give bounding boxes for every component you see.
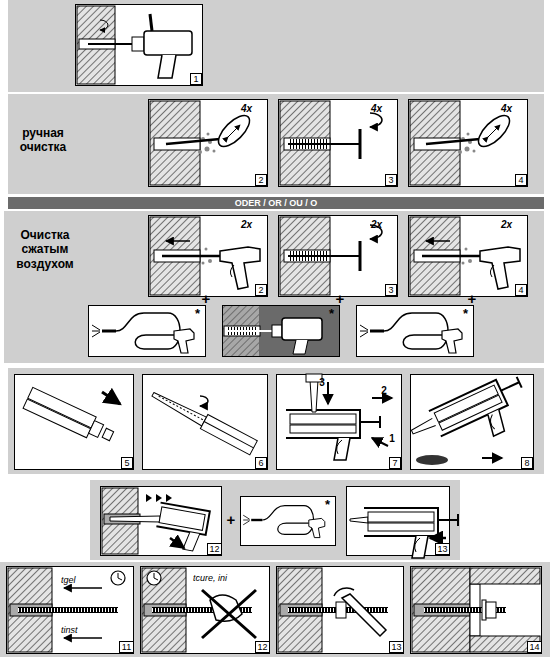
footnote-star: *: [463, 307, 473, 320]
release-dispenser: [350, 508, 458, 558]
wall-section: [410, 101, 460, 185]
step-panel: 1: [75, 4, 203, 86]
step-number: 4: [515, 284, 527, 296]
method-label: ручная очистка: [10, 126, 76, 155]
blow-pump: [166, 110, 255, 154]
cleaning-brush: [288, 225, 382, 271]
repeat-count: 4x: [241, 103, 265, 115]
dispenser-loading: [286, 374, 392, 460]
step-number: 14: [527, 641, 542, 653]
step-panel: 2x 3: [278, 215, 398, 297]
finished-anchor: [412, 568, 540, 652]
accessory-panel: *: [222, 305, 340, 357]
step-panel: 2x 2: [148, 215, 268, 297]
mixer-nozzle: [149, 387, 257, 455]
wall-section: [280, 101, 330, 185]
repeat-count: 2x: [501, 219, 525, 231]
step-panel: 6: [142, 374, 268, 470]
blow-pump: [426, 110, 515, 154]
step-panel: 3 2 1 7: [276, 374, 402, 470]
time-label: tgel: [61, 575, 91, 586]
step-panel: 4x 2: [148, 99, 268, 187]
wall-section: [280, 217, 330, 295]
step-number: 1: [190, 73, 202, 85]
row-band: [0, 562, 550, 657]
action-number: 2: [379, 385, 389, 396]
cleaning-brush: [288, 113, 382, 159]
air-hose: [92, 313, 194, 353]
step-number: 8: [521, 457, 533, 469]
step-number: 7: [389, 457, 401, 469]
step-number: 2: [255, 284, 267, 296]
step-number: 11: [119, 641, 134, 653]
action-number: 3: [317, 377, 327, 388]
time-label: tcure, ini: [193, 573, 253, 584]
accessory-panel: *: [356, 305, 474, 357]
row-band: [90, 480, 460, 560]
step-panel: 4x 4: [408, 99, 528, 187]
separator-text: ODER / OR / OU / O: [8, 197, 544, 209]
drill-brush: [223, 306, 339, 356]
resin-injection: [102, 488, 210, 554]
torque-tightening: [278, 568, 388, 652]
extension-hose: [243, 506, 325, 538]
plus-sign: +: [199, 291, 213, 306]
step-number: 2: [255, 174, 267, 186]
step-panel: 2x 4: [408, 215, 528, 297]
air-gun: [422, 241, 520, 289]
accessory-panel: *: [88, 305, 206, 357]
step-panel: 13: [276, 566, 404, 654]
air-gun: [162, 241, 260, 289]
step-panel: 12: [100, 486, 222, 556]
step-number: 6: [255, 457, 267, 469]
plus-sign: +: [465, 291, 479, 306]
step-number: 13: [435, 543, 450, 555]
step-number: 13: [389, 641, 404, 653]
time-label: tinst: [61, 625, 91, 636]
plus-sign: +: [333, 291, 347, 306]
wall-section: [150, 101, 200, 185]
repeat-count: 2x: [241, 219, 265, 231]
step-number: 5: [121, 457, 133, 469]
cartridge-open: [23, 387, 120, 447]
footnote-star: *: [325, 498, 335, 511]
repeat-count: 4x: [371, 103, 395, 115]
step-panel: 8: [410, 374, 534, 470]
air-hose: [360, 313, 462, 353]
step-number: 4: [515, 174, 527, 186]
method-label: Очистка сжатым воздухом: [4, 228, 86, 271]
rod-insertion: [8, 568, 125, 652]
drilling-illustration: [77, 6, 192, 84]
wall-section: [410, 217, 460, 295]
step-panel: tcure, ini 12: [140, 566, 270, 654]
separator-band: ODER / OR / OU / O: [8, 197, 544, 209]
curing-wait: [142, 568, 256, 652]
action-number: 1: [387, 433, 397, 444]
row-band: [8, 0, 544, 92]
footnote-star: *: [195, 307, 205, 320]
footnote-star: *: [329, 307, 339, 320]
step-number: 12: [207, 543, 222, 555]
step-panel: tgel tinst 11: [6, 566, 134, 654]
step-panel: 5: [14, 374, 134, 470]
waste-discharge: [407, 371, 535, 466]
plus-sign: +: [224, 512, 238, 527]
step-panel: 14: [410, 566, 542, 654]
repeat-count: 2x: [371, 219, 395, 231]
step-panel: 4x 3: [278, 99, 398, 187]
repeat-count: 4x: [501, 103, 525, 115]
step-number: 3: [385, 284, 397, 296]
step-number: 3: [385, 174, 397, 186]
step-number: 12: [255, 641, 270, 653]
row-band: [8, 368, 544, 474]
method-band: Очистка сжатым воздухом 2x 2 2x 3 2x 4 * * *: [4, 211, 544, 363]
step-panel: 13: [346, 486, 450, 556]
accessory-panel: *: [240, 496, 336, 546]
wall-section: [150, 217, 200, 295]
method-band: ручная очистка 4x 2 4x 3 4x 4: [8, 94, 544, 194]
